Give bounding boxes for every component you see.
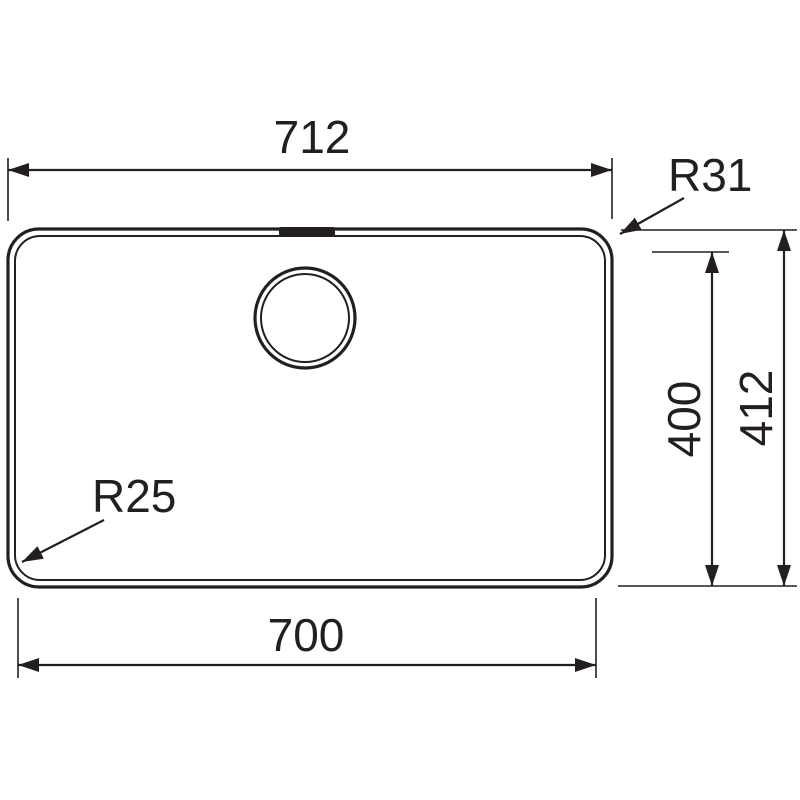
dim-inner-height-label: 400 [658,381,710,458]
radius-bottom-left-label: R25 [92,470,176,522]
drain-hole-outer-circle [253,266,357,370]
dimensions-group [7,158,797,678]
overflow-mark [279,227,335,236]
dim-outer-height-label: 412 [730,370,782,447]
radius-top-right-label: R31 [668,149,752,201]
dim-top-width-label: 712 [274,111,351,163]
leader-line-top-right-radius [619,197,685,235]
sink-outline-group [6,227,614,589]
dimension-labels-group: 712 R31 400 412 R25 700 [92,111,782,661]
leader-line-bottom-left-radius [21,519,105,563]
sink-outer-edge [6,227,614,589]
drain-hole-inner-circle [260,273,350,363]
sink-inner-edge [14,235,606,581]
dim-bottom-width-label: 700 [268,609,345,661]
